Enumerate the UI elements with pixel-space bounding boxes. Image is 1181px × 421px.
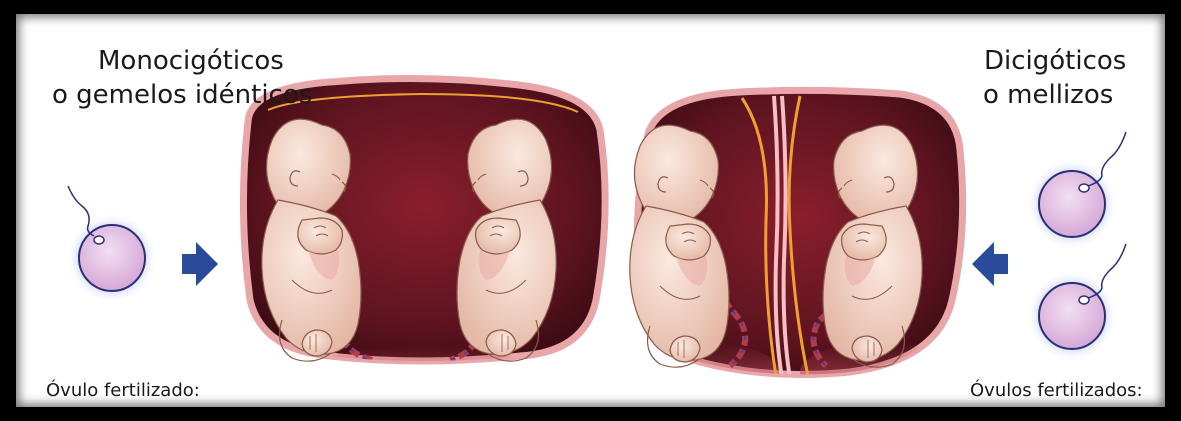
- right-title-line2: o mellizos: [983, 78, 1113, 112]
- egg-cell-icon: [66, 186, 158, 304]
- fetus-right-b: [823, 125, 922, 367]
- uterus-right: [620, 90, 963, 402]
- arrow-right-icon: [182, 242, 218, 286]
- left-title-line2: o gemelos idénticos: [52, 78, 312, 112]
- uterus-left: [243, 78, 605, 398]
- egg-cell-icon: [1026, 132, 1126, 250]
- fetus-left-b: [457, 119, 556, 361]
- fetus-left-a: [262, 119, 361, 361]
- left-caption: Óvulo fertilizado:: [46, 380, 200, 402]
- arrow-left-icon: [972, 242, 1008, 286]
- right-title-line1: Dicigóticos: [984, 44, 1126, 78]
- left-title-line1: Monocigóticos: [98, 44, 284, 78]
- right-caption: Óvulos fertilizados:: [970, 380, 1143, 402]
- egg-cell-icon: [1026, 244, 1126, 362]
- fetus-right-a: [630, 125, 729, 367]
